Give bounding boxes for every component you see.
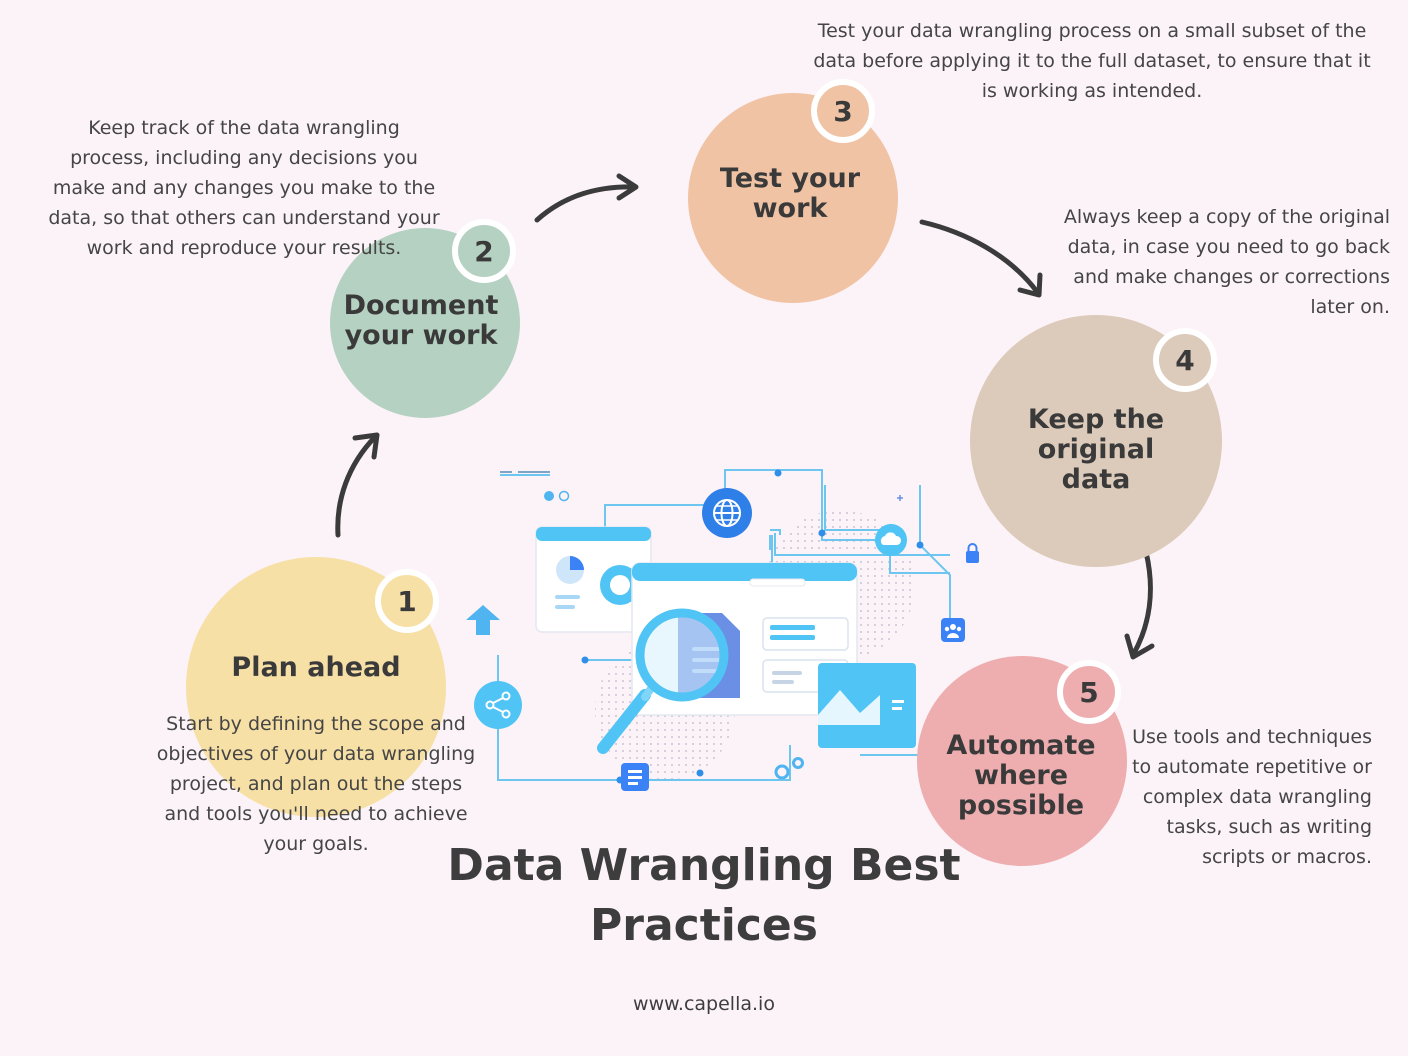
step-3-number-badge: 3 <box>811 79 875 143</box>
step-1-title-line: Plan ahead <box>231 652 401 683</box>
step-2-title: Document your work <box>315 291 527 351</box>
arrow-2-to-3 <box>534 173 639 223</box>
step-2-title-line: Document <box>343 290 499 321</box>
step-4-title: Keep the original data <box>966 405 1226 495</box>
step-3-title-line: work <box>752 193 828 224</box>
step-4-title-line: Keep the original <box>1027 404 1165 465</box>
step-1-title: Plan ahead <box>186 653 446 683</box>
step-5-title-line: Automate <box>946 730 1096 761</box>
lock-icon <box>966 543 979 563</box>
arrow-3-to-4 <box>919 219 1043 298</box>
globe-icon <box>702 488 752 538</box>
arrow-1-to-2 <box>335 432 380 538</box>
step-5-title: Automate where possible <box>926 731 1116 821</box>
step-4-number-badge: 4 <box>1153 328 1217 392</box>
step-1-number-badge: 1 <box>375 569 439 633</box>
step-5-title-line: possible <box>957 790 1085 821</box>
step-3-title: Test your work <box>690 164 890 224</box>
cloud-icon <box>875 524 907 556</box>
step-5-description: Use tools and techniques to automate rep… <box>1132 726 1372 868</box>
share-icon <box>474 681 522 729</box>
upload-arrow-icon <box>466 605 500 635</box>
step-2-description: Keep track of the data wrangling process… <box>48 117 440 259</box>
document-icon <box>621 763 649 791</box>
step-3-description: Test your data wrangling process on a sm… <box>813 20 1371 102</box>
footer-url: www.capella.io <box>633 993 775 1015</box>
step-1-description: Start by defining the scope and objectiv… <box>156 713 476 855</box>
step-4-description: Always keep a copy of the original data,… <box>1063 206 1390 318</box>
step-2-title-line: your work <box>344 320 498 351</box>
magnifier-icon <box>597 608 729 754</box>
page-title: Data Wrangling Best Practices <box>447 840 961 951</box>
step-5-number-badge: 5 <box>1057 660 1121 724</box>
step-2-number-badge: 2 <box>452 219 516 283</box>
users-icon <box>941 618 965 642</box>
step-4-title-line: data <box>1061 464 1131 495</box>
arrow-4-to-5 <box>1124 549 1155 660</box>
step-3-title-line: Test your <box>719 163 861 194</box>
gears-icon <box>774 757 804 780</box>
step-5-title-line: where <box>973 760 1069 791</box>
